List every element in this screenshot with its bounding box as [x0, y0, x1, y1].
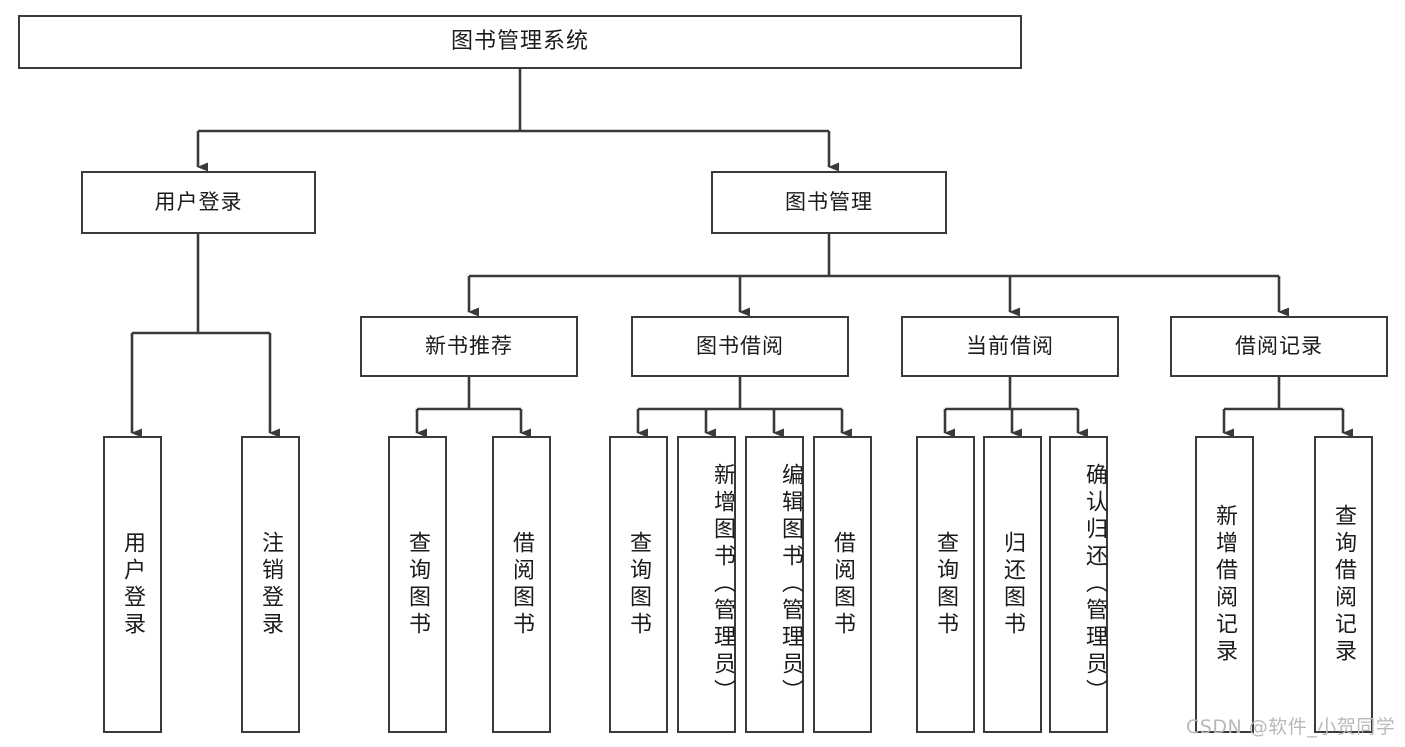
leaf-book-borrow-borrow-book[interactable]: 借阅图书	[813, 436, 872, 733]
node-label: 当前借阅	[966, 333, 1054, 358]
node-user-login[interactable]: 用户登录	[81, 171, 316, 234]
node-label: 图书借阅	[696, 333, 784, 358]
node-label: 借阅图书	[509, 530, 535, 639]
node-label: 用户登录	[154, 189, 243, 214]
leaf-current-borrow-query-book[interactable]: 查询图书	[916, 436, 975, 733]
node-current-borrow[interactable]: 当前借阅	[901, 316, 1119, 377]
csdn-watermark: CSDN @软件_小贺同学	[1186, 716, 1396, 738]
leaf-new-book-query-book[interactable]: 查询图书	[388, 436, 447, 733]
node-label: 查询图书	[405, 530, 431, 639]
node-label: 新增图书（管理员）	[710, 463, 735, 706]
node-label: 新书推荐	[425, 333, 513, 358]
node-label: 查询图书	[626, 530, 652, 639]
leaf-new-book-borrow-book[interactable]: 借阅图书	[492, 436, 551, 733]
node-label: 用户登录	[120, 530, 146, 639]
node-new-book-recommend[interactable]: 新书推荐	[360, 316, 578, 377]
leaf-book-borrow-query-book[interactable]: 查询图书	[609, 436, 668, 733]
leaf-user-login-login[interactable]: 用户登录	[103, 436, 162, 733]
node-label: 图书管理系统	[450, 28, 589, 54]
node-label: 确认归还（管理员）	[1082, 463, 1107, 706]
node-label: 图书管理	[785, 189, 873, 214]
leaf-book-borrow-add-book-admin[interactable]: 新增图书（管理员）	[677, 436, 736, 733]
node-label: 新增借阅记录	[1212, 503, 1238, 666]
leaf-borrow-record-add-record[interactable]: 新增借阅记录	[1195, 436, 1254, 733]
node-book-management[interactable]: 图书管理	[711, 171, 947, 234]
leaf-current-borrow-confirm-return-admin[interactable]: 确认归还（管理员）	[1049, 436, 1108, 733]
node-label: 查询借阅记录	[1331, 503, 1357, 666]
node-label: 查询图书	[933, 530, 959, 639]
node-label: 借阅记录	[1235, 333, 1323, 358]
leaf-book-borrow-edit-book-admin[interactable]: 编辑图书（管理员）	[745, 436, 804, 733]
node-root-book-management-system[interactable]: 图书管理系统	[18, 15, 1022, 69]
leaf-borrow-record-query-record[interactable]: 查询借阅记录	[1314, 436, 1373, 733]
node-label: 归还图书	[1000, 530, 1026, 639]
node-borrow-record[interactable]: 借阅记录	[1170, 316, 1388, 377]
node-label: 注销登录	[258, 530, 284, 639]
node-label: 编辑图书（管理员）	[778, 463, 803, 706]
node-label: 借阅图书	[830, 530, 856, 639]
leaf-user-login-logout[interactable]: 注销登录	[241, 436, 300, 733]
node-book-borrow[interactable]: 图书借阅	[631, 316, 849, 377]
leaf-current-borrow-return-book[interactable]: 归还图书	[983, 436, 1042, 733]
